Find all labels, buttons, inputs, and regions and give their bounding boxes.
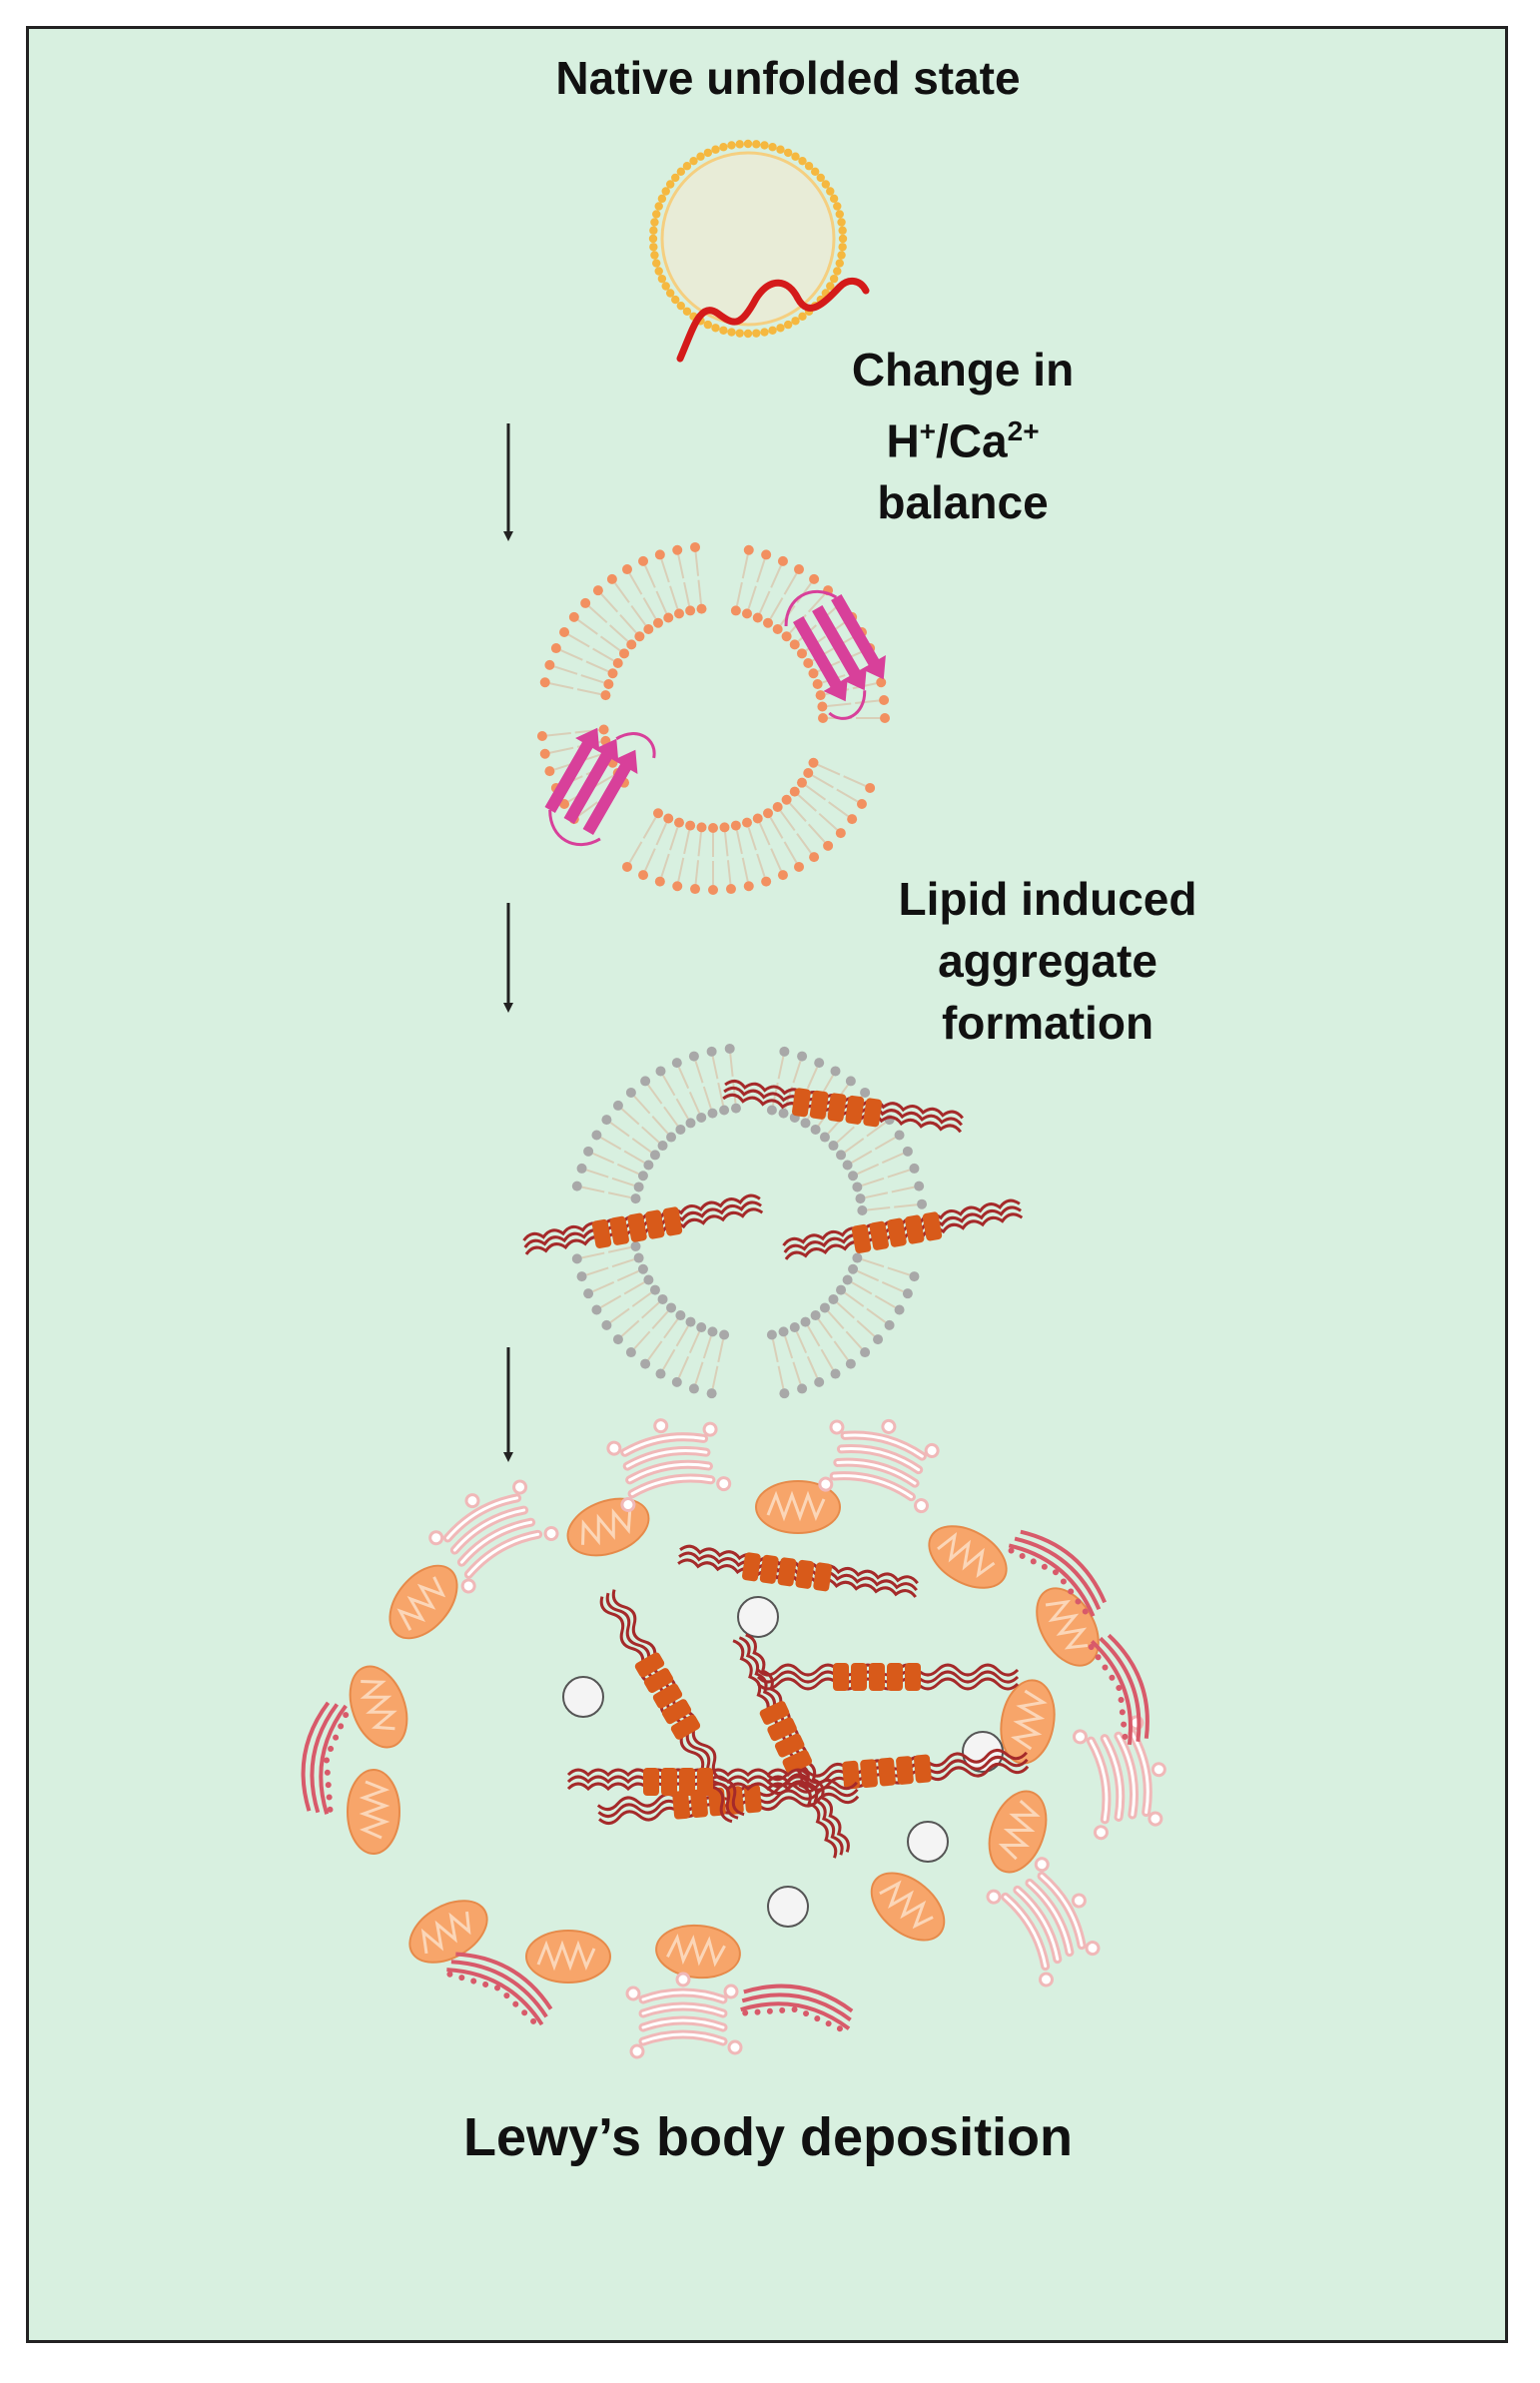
mitochondrion-icon — [388, 1564, 458, 1640]
fibril-icon — [722, 1079, 964, 1134]
endoplasmic-reticulum-icon — [740, 1984, 854, 2032]
mitochondrion-icon — [755, 1480, 841, 1534]
golgi-icon — [986, 1857, 1101, 1987]
sheet-membrane-icon — [536, 541, 890, 895]
h-ion: H — [886, 414, 920, 467]
vesicle-icon — [562, 1676, 604, 1718]
mitochondrion-icon — [408, 1900, 488, 1964]
lipid-aggregate-label: Lipid induced aggregate formation — [848, 868, 1247, 1054]
endoplasmic-reticulum-icon — [1088, 1633, 1150, 1746]
golgi-icon — [428, 1479, 559, 1594]
fibril-icon — [766, 1748, 1030, 1796]
h-charge: + — [919, 415, 937, 446]
native-state-label: Native unfolded state — [555, 52, 1021, 104]
pathway-artwork — [301, 139, 1166, 2059]
lewy-body-icon — [301, 1418, 1166, 2059]
mitochondrion-icon — [525, 1930, 611, 1984]
ion-balance-label: Change in H+/Ca2+ balance — [773, 339, 1153, 533]
fibril-icon — [756, 1663, 1020, 1691]
endoplasmic-reticulum-icon — [1008, 1529, 1107, 1617]
mitochondrion-icon — [655, 1924, 741, 1980]
unfolded-protein — [676, 278, 870, 363]
fibril-icon — [522, 1193, 764, 1255]
ion-line-3: balance — [877, 476, 1049, 529]
mitochondrion-icon — [566, 1497, 650, 1557]
ion-line-1: Change in — [851, 344, 1075, 396]
golgi-icon — [625, 1972, 743, 2059]
mitochondrion-icon — [349, 1665, 408, 1749]
ca-ion: /Ca — [936, 414, 1008, 467]
ion-line-2: H+/Ca2+ — [773, 400, 1153, 471]
mitochondrion-icon — [1036, 1587, 1100, 1667]
lipid-line-1: Lipid induced — [898, 873, 1197, 925]
ca-charge: 2+ — [1007, 415, 1040, 446]
vesicle-icon — [767, 1886, 809, 1928]
lipid-line-2: aggregate — [938, 935, 1157, 987]
lewy-body-label: Lewy’s body deposition — [462, 2107, 1074, 2167]
lipid-line-3: formation — [941, 997, 1155, 1049]
golgi-icon — [1072, 1715, 1166, 1841]
lipid-bilayer — [571, 1043, 928, 1399]
vesicle-icon — [907, 1821, 949, 1863]
golgi-icon — [606, 1418, 732, 1513]
beta-sheet-icon — [544, 727, 656, 847]
beta-sheet-icon — [784, 589, 886, 720]
mitochondrion-icon — [347, 1769, 400, 1855]
figure-panel: Native unfolded state Change in H+/Ca2+ … — [26, 26, 1508, 2343]
fibril-icon — [732, 1633, 850, 1859]
vesicle-icon — [737, 1596, 779, 1638]
mitochondrion-icon — [870, 1872, 946, 1942]
fibril-icon — [782, 1198, 1024, 1260]
mitochondrion-icon — [988, 1790, 1048, 1874]
native-vesicle-icon — [648, 139, 870, 363]
mitochondrion-icon — [1000, 1679, 1056, 1765]
endoplasmic-reticulum-icon — [446, 1952, 553, 2026]
fibril-icon — [677, 1544, 919, 1598]
mitochondrion-icon — [928, 1525, 1008, 1589]
golgi-icon — [818, 1418, 940, 1514]
aggregate-membrane-icon — [522, 1043, 1024, 1399]
endoplasmic-reticulum-icon — [301, 1701, 350, 1815]
fibril-icon — [566, 1768, 810, 1796]
